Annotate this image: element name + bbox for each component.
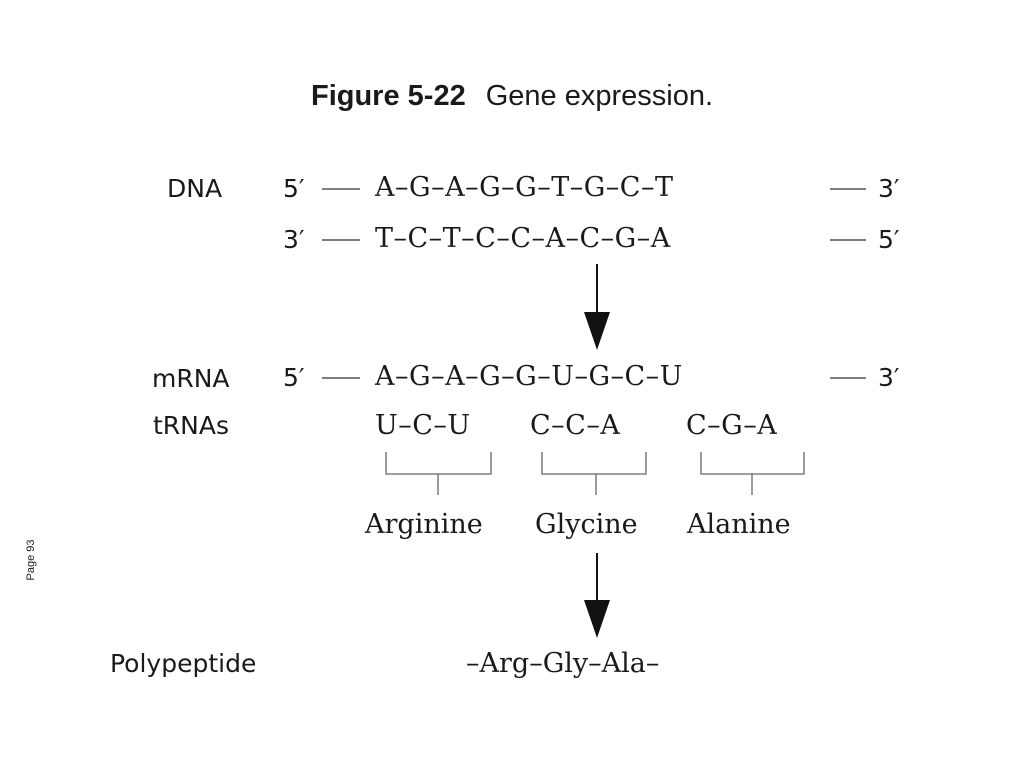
figure-title: Figure 5-22 Gene expression. xyxy=(0,78,1024,114)
dna-bottom-right-end: 5′ xyxy=(878,225,900,254)
codon-bracket-arginine xyxy=(385,452,492,495)
dna-bottom-left-end: 3′ xyxy=(283,225,305,254)
dna-bottom-strand-sequence: T–C–T–C–C–A–C–G–A xyxy=(375,223,671,254)
trna-anticodon: U–C–U xyxy=(375,410,471,441)
mrna-left-end: 5′ xyxy=(283,363,305,392)
trna-anticodon: C–G–A xyxy=(686,410,778,441)
codon-bracket-glycine xyxy=(541,452,647,495)
codon-bracket-alanine xyxy=(700,452,805,495)
polypeptide-sequence: –Arg–Gly–Ala– xyxy=(466,648,660,679)
figure-caption: Gene expression. xyxy=(485,80,714,112)
trna-anticodon: C–C–A xyxy=(530,410,621,441)
translation-arrow xyxy=(584,553,610,638)
mrna-sequence: A–G–A–G–G–U–G–C–U xyxy=(375,361,683,392)
figure-number: Figure 5-22 xyxy=(310,80,466,112)
transcription-arrow xyxy=(584,264,610,350)
dna-top-left-end: 5′ xyxy=(283,174,305,203)
mrna-label: mRNA xyxy=(152,364,230,393)
amino-acid-label: Alanine xyxy=(687,509,791,540)
amino-acid-label: Arginine xyxy=(365,509,483,540)
amino-acid-label: Glycine xyxy=(535,509,638,540)
dna-top-strand-sequence: A–G–A–G–G–T–G–C–T xyxy=(375,172,674,203)
trnas-label: tRNAs xyxy=(153,411,230,440)
mrna-right-end: 3′ xyxy=(878,363,900,392)
polypeptide-label: Polypeptide xyxy=(110,649,257,678)
dna-top-right-end: 3′ xyxy=(878,174,900,203)
dna-label: DNA xyxy=(167,174,223,203)
